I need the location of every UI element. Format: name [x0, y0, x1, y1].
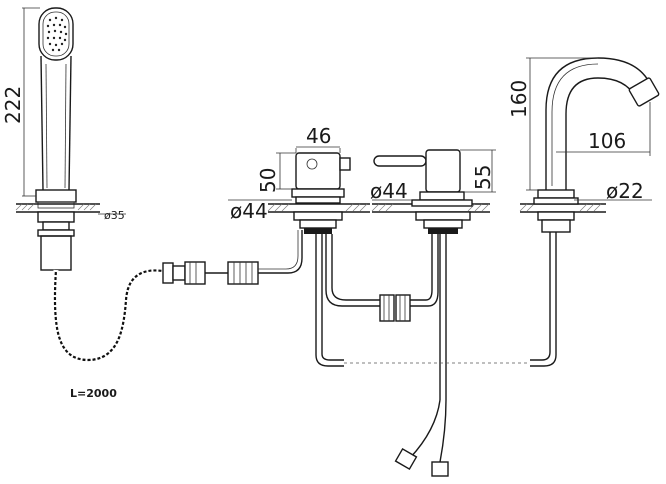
- handshower: [15, 7, 169, 363]
- dim-55-label: 55: [471, 165, 495, 190]
- spout: [519, 57, 660, 367]
- dim-160-label: 160: [507, 80, 531, 118]
- dim-spout-diameter-label: ø22: [606, 179, 644, 203]
- deck-hatch-1: [15, 203, 97, 211]
- dimension-handshower-height: 222: [1, 7, 40, 197]
- dim-50-label: 50: [256, 168, 280, 193]
- dim-mixer-diameter-label: ø44: [370, 179, 408, 203]
- dimension-spout-diameter: ø22: [574, 179, 652, 203]
- handshower-nozzles: [46, 16, 68, 52]
- dimension-spout-height: 160: [507, 57, 598, 191]
- hose-length-label: L=2000: [70, 387, 117, 400]
- center-connector: [379, 234, 439, 322]
- dimension-spout-reach: 106: [556, 102, 651, 156]
- hose-connectors: [162, 230, 303, 285]
- dimension-valve-height: 50: [256, 152, 296, 193]
- dimension-valve-width: 46: [295, 124, 341, 153]
- diverter-valve: [267, 152, 380, 367]
- dimension-valve-diameter: ø44: [228, 199, 292, 223]
- dim-106-label: 106: [588, 129, 626, 153]
- dim-46-label: 46: [306, 124, 331, 148]
- dimension-mixer-height: 55: [460, 149, 496, 193]
- dimension-mixer-diameter: ø44: [370, 179, 412, 203]
- dim-hole-label: ø35: [104, 209, 125, 222]
- single-lever-mixer: [371, 149, 490, 477]
- dim-222-label: 222: [1, 86, 25, 124]
- dim-valve-diameter-label: ø44: [230, 199, 268, 223]
